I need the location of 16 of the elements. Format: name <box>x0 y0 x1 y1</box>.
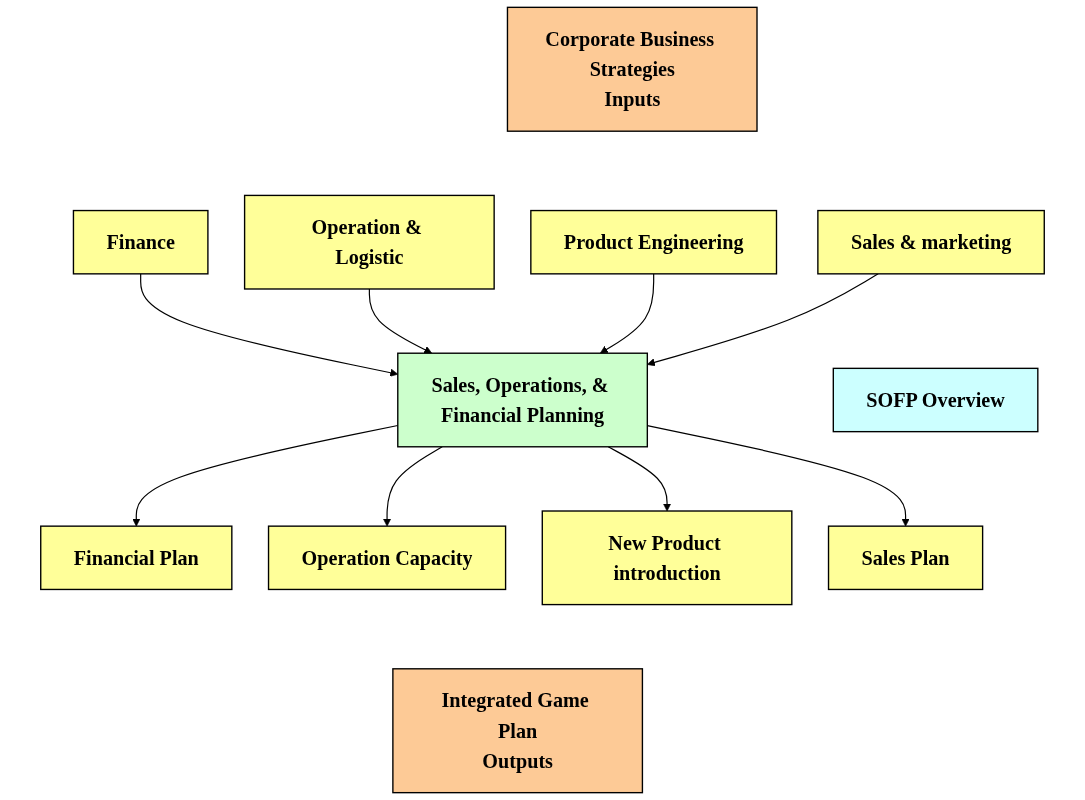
node-box: Financial Plan <box>40 525 233 591</box>
node-box: Sales & marketing <box>817 209 1045 275</box>
node-box: Corporate Business Strategies Inputs <box>506 6 758 132</box>
node-box: Finance <box>72 209 209 275</box>
node-box: Sales Plan <box>827 525 984 591</box>
arrow <box>599 273 655 354</box>
node-box: SOFP Overview <box>832 367 1039 433</box>
arrow <box>607 446 672 512</box>
node-box: Integrated Game Plan Outputs <box>392 668 644 794</box>
node-box: New Product introduction <box>541 510 793 606</box>
node-box: Operation & Logistic <box>243 194 495 290</box>
node-box: Sales, Operations, & Financial Planning <box>397 352 649 448</box>
node-box: Operation Capacity <box>267 525 507 591</box>
node-box: Product Engineering <box>530 209 778 275</box>
arrow <box>368 288 433 354</box>
arrow <box>383 446 443 527</box>
